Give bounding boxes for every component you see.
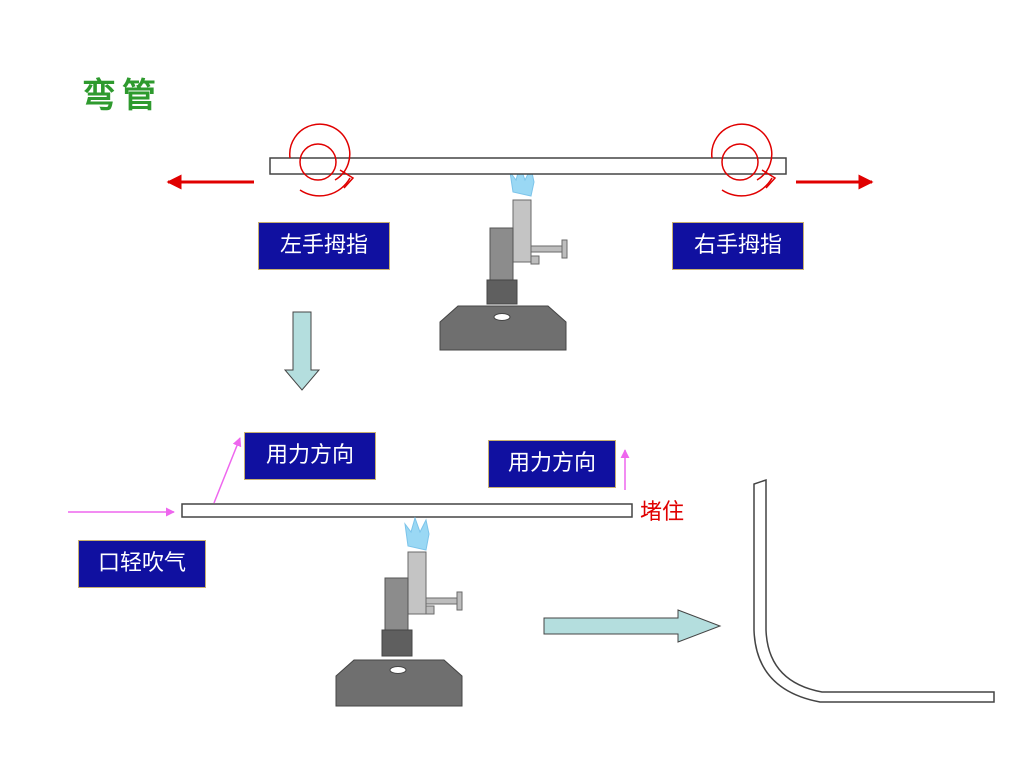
rotation-arrow-right — [711, 123, 777, 197]
flame-bottom — [404, 516, 430, 551]
alcohol-burner-top — [439, 164, 568, 351]
label-plug: 堵住 — [640, 500, 685, 525]
burner-lower-tube — [425, 605, 435, 615]
burner-valve-arm — [530, 245, 566, 253]
burner-valve-arm — [425, 597, 461, 605]
rotation-arrow-left — [289, 123, 355, 197]
burner-neck — [381, 629, 413, 657]
burner-tube — [407, 551, 427, 615]
burner-tube — [512, 199, 532, 263]
burner-lower-tube — [530, 255, 540, 265]
label-force-direction-left: 用力方向 — [244, 432, 376, 480]
glass-tube-bottom — [181, 503, 633, 518]
burner-body — [489, 227, 514, 281]
burner-base-hole — [493, 313, 511, 321]
down-block-arrow — [283, 311, 321, 391]
burner-neck — [486, 279, 518, 305]
burner-base — [439, 305, 567, 351]
glass-tube-top — [269, 157, 787, 175]
burner-valve-knob — [456, 591, 463, 611]
burner-base-hole — [389, 666, 407, 674]
alcohol-burner-bottom — [335, 516, 463, 707]
bent-glass-tube — [753, 478, 995, 703]
label-force-direction-right: 用力方向 — [488, 440, 616, 488]
page-title: 弯管 — [82, 76, 162, 116]
burner-base — [335, 659, 463, 707]
label-left-thumb: 左手拇指 — [258, 222, 390, 270]
label-blow-gently: 口轻吹气 — [78, 540, 206, 588]
force-arrow-left — [213, 437, 242, 504]
burner-valve-knob — [561, 239, 568, 259]
label-right-thumb: 右手拇指 — [672, 222, 804, 270]
burner-body — [384, 577, 409, 631]
right-block-arrow — [543, 609, 722, 643]
